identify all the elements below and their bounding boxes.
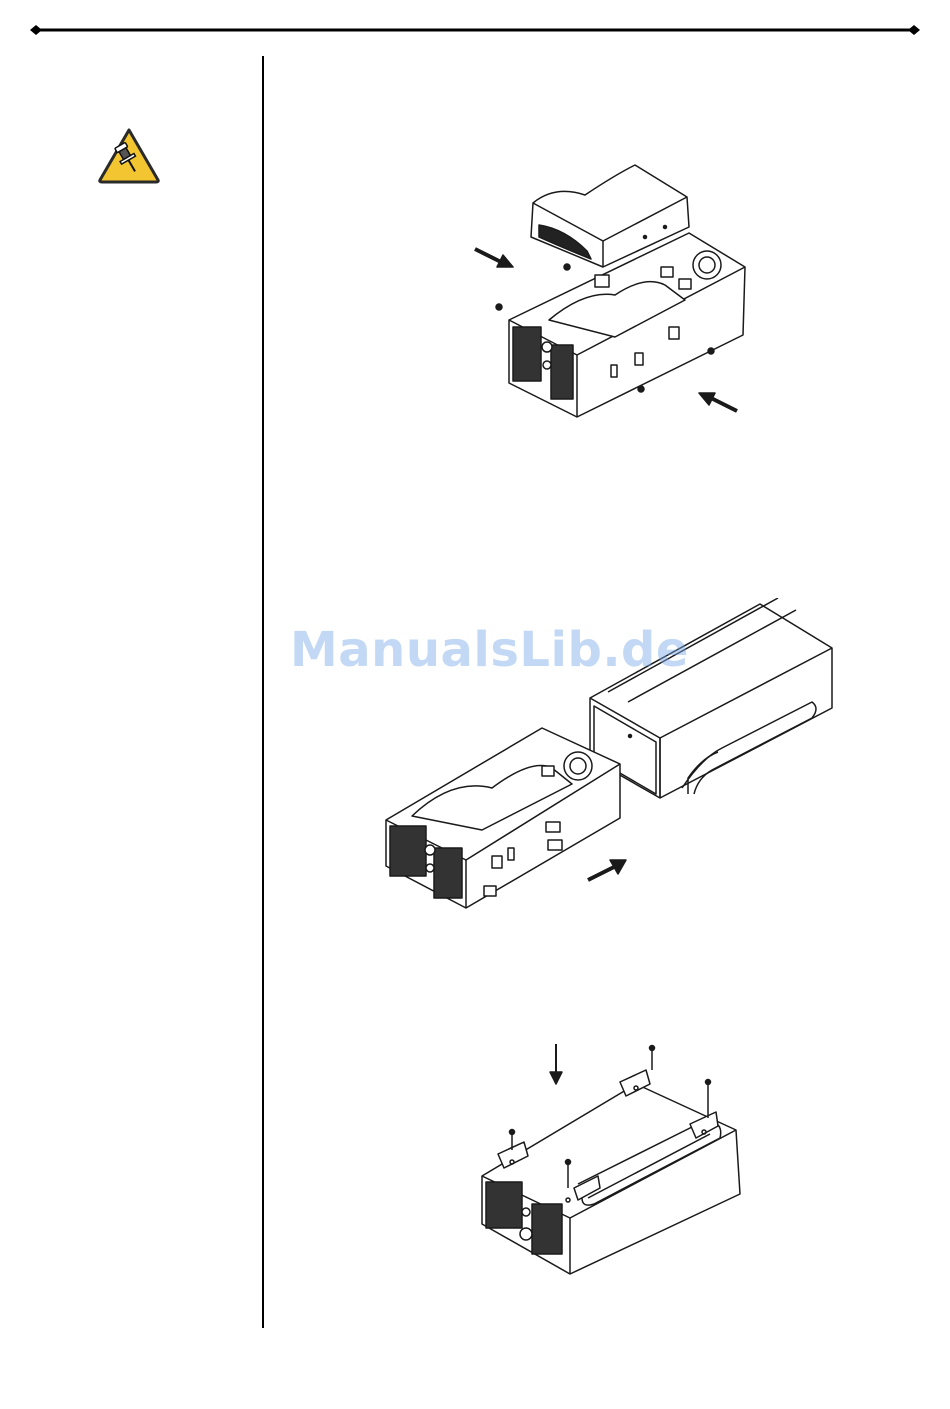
attach-stand-illustration bbox=[470, 1038, 750, 1283]
pushpin-warning-icon bbox=[97, 127, 161, 185]
slide-arrow-drawing bbox=[588, 860, 626, 880]
drive-frame-drawing bbox=[386, 728, 620, 908]
margin-divider bbox=[262, 56, 264, 1328]
drive-frame-drawing bbox=[509, 233, 745, 417]
drive-insertion-illustration bbox=[465, 155, 765, 430]
down-arrow-drawing bbox=[550, 1044, 562, 1084]
top-rule bbox=[30, 25, 920, 35]
enclosure-drawing bbox=[482, 1070, 740, 1274]
watermark: ManualsLib.de bbox=[290, 622, 689, 678]
